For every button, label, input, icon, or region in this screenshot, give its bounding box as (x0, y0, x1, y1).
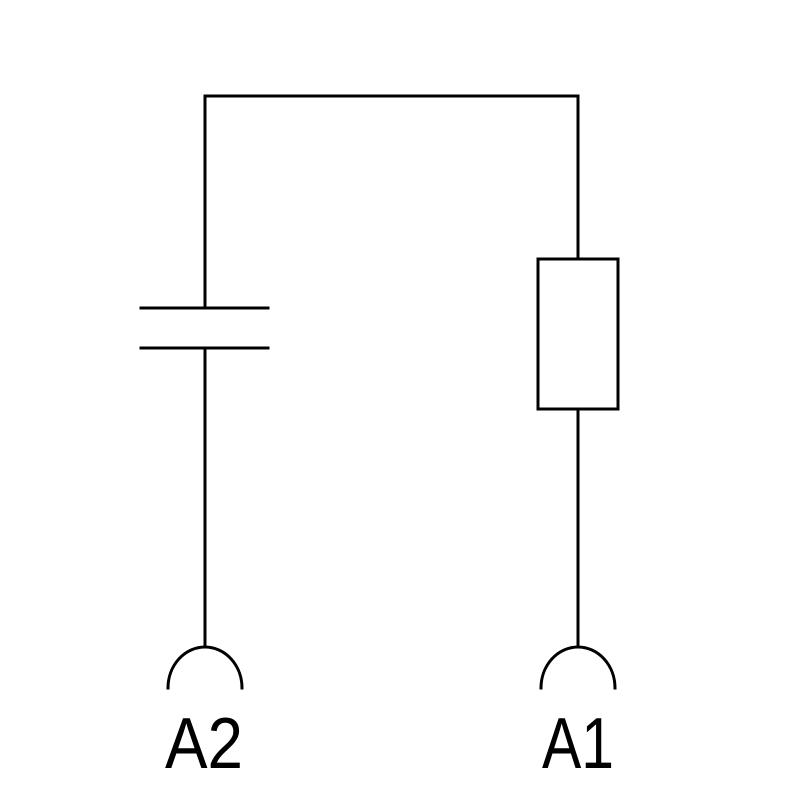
terminal-a2-label: A2 (165, 704, 243, 784)
terminal-a1-symbol (539, 645, 617, 690)
terminal-a2-symbol (166, 645, 244, 690)
terminal-a1-label: A1 (542, 704, 614, 784)
capacitor-symbol (139, 306, 270, 350)
top-wire (203, 94, 580, 308)
resistor-symbol (536, 257, 620, 411)
